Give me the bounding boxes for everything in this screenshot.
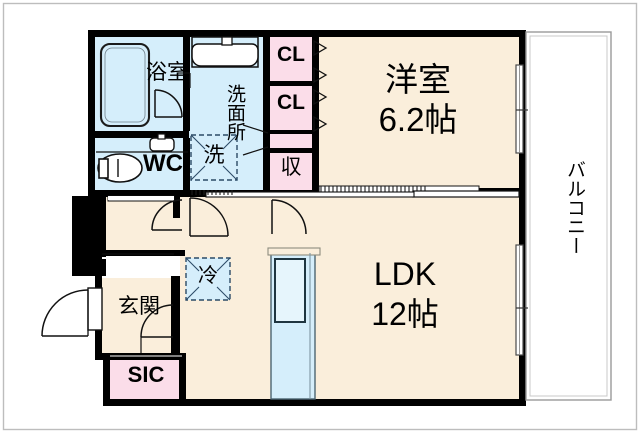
wall-black-block-left — [72, 196, 106, 276]
label-western-room: 洋室 — [385, 61, 451, 98]
wall-storage-bottom — [263, 190, 319, 197]
label-fridge: 冷 — [198, 265, 218, 287]
wall-sic-bottom — [103, 399, 186, 406]
label-ldk-area: 12帖 — [371, 296, 439, 332]
wall-left-upper — [88, 30, 95, 196]
label-washroom: 洗面所 — [224, 84, 245, 141]
label-closet-upper: CL — [277, 43, 305, 66]
wall-ldk-top-left — [180, 252, 182, 256]
room-bathroom — [95, 37, 189, 131]
label-washer: 洗 — [203, 144, 225, 167]
wall-closet-divider-2 — [263, 130, 319, 134]
label-closet-lower: CL — [277, 91, 305, 114]
hall-fill — [95, 196, 215, 254]
label-ldk: LDK — [373, 256, 437, 292]
wall-storage-top — [263, 148, 319, 153]
wall-ldk-left-stub — [173, 196, 180, 218]
label-sic: SIC — [127, 362, 165, 387]
wall-bath-bottom — [88, 131, 189, 138]
label-balcony: バルコニー — [564, 160, 585, 255]
label-bathroom: 浴室 — [146, 61, 188, 84]
wall-entrance-top — [95, 250, 185, 256]
wall-closet-right — [312, 30, 319, 197]
wall-ldk-bottom — [179, 399, 526, 406]
wall-top-outer — [88, 30, 526, 37]
wall-western-right — [519, 30, 526, 200]
wall-right-pier — [519, 196, 553, 244]
wall-entrance-left — [95, 276, 102, 360]
label-entrance: 玄関 — [118, 295, 160, 318]
wall-washroom-right — [263, 30, 270, 197]
wall-western-bottom — [319, 188, 519, 192]
closet-connector-strip — [270, 133, 312, 149]
wall-washroom-bottom — [189, 190, 270, 197]
label-storage: 収 — [280, 156, 302, 179]
label-wc: WC — [143, 150, 183, 177]
wall-hall-left-stub — [173, 300, 180, 360]
wall-closet-divider-1 — [263, 81, 319, 86]
label-western-room-area: 6.2帖 — [378, 101, 458, 138]
